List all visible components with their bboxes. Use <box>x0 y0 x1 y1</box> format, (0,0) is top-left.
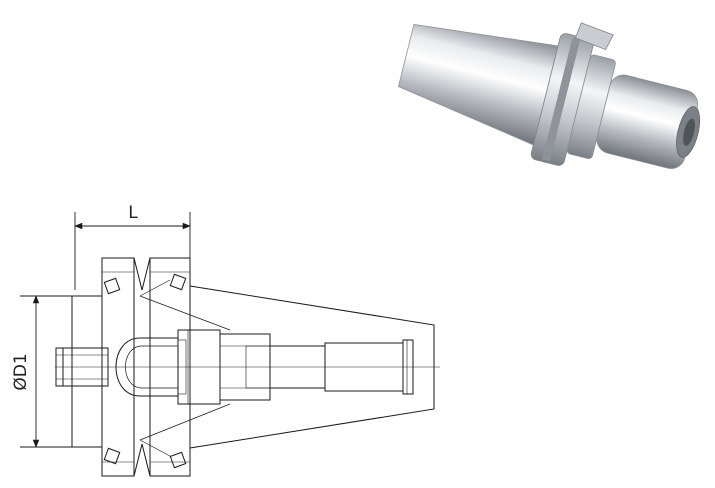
photo-drive-key <box>574 22 614 51</box>
flange-v-groove <box>133 257 151 477</box>
dimension-D1 <box>20 295 72 448</box>
flange-right <box>149 257 191 477</box>
photo-taper <box>397 23 559 146</box>
key-block-3 <box>103 447 121 465</box>
key-block-1 <box>103 277 121 295</box>
photo-groove <box>542 37 581 162</box>
dim-diameter-label: ØD1 <box>11 353 31 390</box>
key-block-2 <box>169 273 187 291</box>
rear-stub <box>71 295 103 448</box>
drawbar-end <box>115 337 178 397</box>
dimension-L <box>74 212 191 290</box>
key-block-4 <box>169 451 187 469</box>
taper-outline <box>189 285 435 449</box>
tool-holder-drawing <box>55 257 440 477</box>
tool-holder-photo <box>397 22 701 169</box>
dim-length-label: L <box>128 203 138 223</box>
pull-stud <box>55 347 109 387</box>
